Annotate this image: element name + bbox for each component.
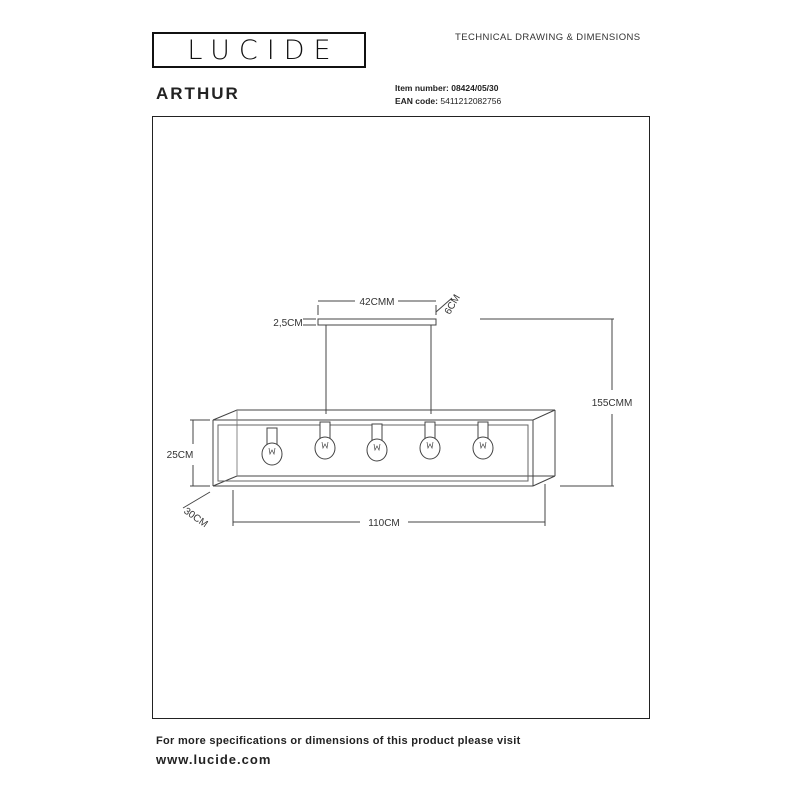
bulb — [314, 421, 336, 460]
brand-logo-text: LUCIDE — [187, 34, 340, 66]
footer-note: For more specifications or dimensions of… — [156, 735, 521, 747]
canopy-height-dimension — [303, 318, 316, 326]
frame-height-dimension — [190, 419, 210, 487]
bulb — [472, 421, 494, 460]
item-number-value: 08424/05/30 — [451, 83, 499, 93]
ean-row: EAN code: 5411212082756 — [395, 96, 501, 106]
frame-height-label: 25CM — [167, 450, 194, 461]
ean-label: EAN code: — [395, 96, 438, 106]
canopy-length-label: 42CMM — [359, 297, 394, 308]
total-height-dimension — [480, 318, 614, 487]
canopy — [317, 318, 437, 326]
total-height-label: 155CMM — [592, 398, 633, 409]
frame-depth-label: 30CM — [181, 506, 209, 530]
item-number-row: Item number: 08424/05/30 — [395, 83, 499, 93]
bulb-group — [261, 421, 494, 466]
frame-depth-dimension — [182, 491, 211, 509]
ean-value: 5411212082756 — [440, 96, 502, 106]
canopy-height-label: 2,5CM — [273, 318, 302, 329]
drawing-frame — [152, 116, 650, 719]
frame-length-dimension — [232, 484, 546, 526]
brand-logo: LUCIDE — [152, 32, 366, 68]
bulb — [366, 423, 388, 462]
canopy-width-label: 6CM — [443, 293, 463, 317]
item-number-label: Item number: — [395, 83, 449, 93]
frame-length-label: 110CM — [368, 518, 400, 529]
document-type: TECHNICAL DRAWING & DIMENSIONS — [455, 32, 641, 43]
canopy-width-dimension — [435, 297, 453, 313]
bulb — [261, 427, 283, 466]
product-name: ARTHUR — [156, 84, 240, 103]
bulb — [419, 421, 441, 460]
website-link[interactable]: www.lucide.com — [156, 752, 272, 767]
lamp-frame — [212, 409, 556, 487]
canopy-length-dimension — [317, 300, 437, 315]
